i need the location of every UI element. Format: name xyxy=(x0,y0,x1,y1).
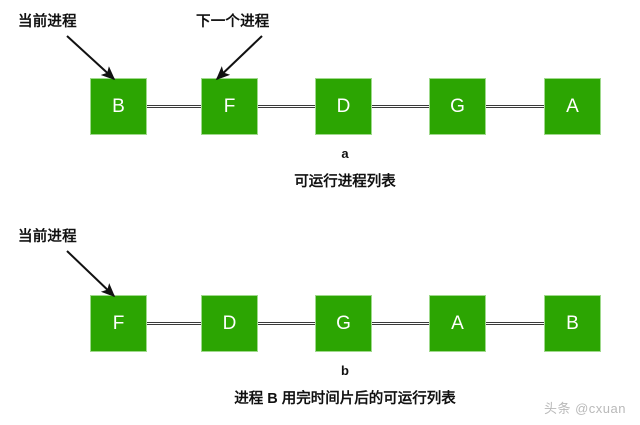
node-connector xyxy=(258,105,315,108)
node-connector xyxy=(486,322,544,325)
arrow-current-process-b xyxy=(66,250,116,298)
process-node: F xyxy=(201,78,258,135)
watermark: 头条 @cxuan xyxy=(544,401,626,416)
process-node-label: F xyxy=(112,312,125,334)
process-node: B xyxy=(544,295,601,352)
node-connector xyxy=(372,322,429,325)
arrow-next-process-a xyxy=(215,35,263,81)
annotation-label-current-process-a: 当前进程 xyxy=(18,14,77,30)
process-node: F xyxy=(90,295,147,352)
annotation-label-current-process-b: 当前进程 xyxy=(18,229,77,245)
node-connector xyxy=(147,105,201,108)
figure-caption-a: 可运行进程列表 xyxy=(294,174,396,190)
process-node-label: B xyxy=(112,95,125,117)
node-connector xyxy=(372,105,429,108)
process-node-label: F xyxy=(223,95,236,117)
figure-caption-b: 进程 B 用完时间片后的可运行列表 xyxy=(234,391,456,407)
process-node: G xyxy=(429,78,486,135)
process-node: A xyxy=(429,295,486,352)
node-connector xyxy=(147,322,201,325)
figure-letter-b: b xyxy=(341,363,349,378)
process-node: B xyxy=(90,78,147,135)
process-node-label: A xyxy=(451,312,464,334)
node-connector xyxy=(258,322,315,325)
process-node-label: G xyxy=(450,95,465,117)
process-node-label: A xyxy=(566,95,579,117)
annotation-label-next-process-a: 下一个进程 xyxy=(196,14,270,30)
process-node: A xyxy=(544,78,601,135)
node-connector xyxy=(486,105,544,108)
process-node-label: D xyxy=(222,312,237,334)
figure-letter-a: a xyxy=(341,146,349,161)
process-node: D xyxy=(201,295,258,352)
process-node-label: G xyxy=(336,312,351,334)
arrow-current-process-a xyxy=(66,35,116,81)
process-node-label: B xyxy=(566,312,579,334)
process-node: G xyxy=(315,295,372,352)
process-node: D xyxy=(315,78,372,135)
process-node-label: D xyxy=(336,95,351,117)
